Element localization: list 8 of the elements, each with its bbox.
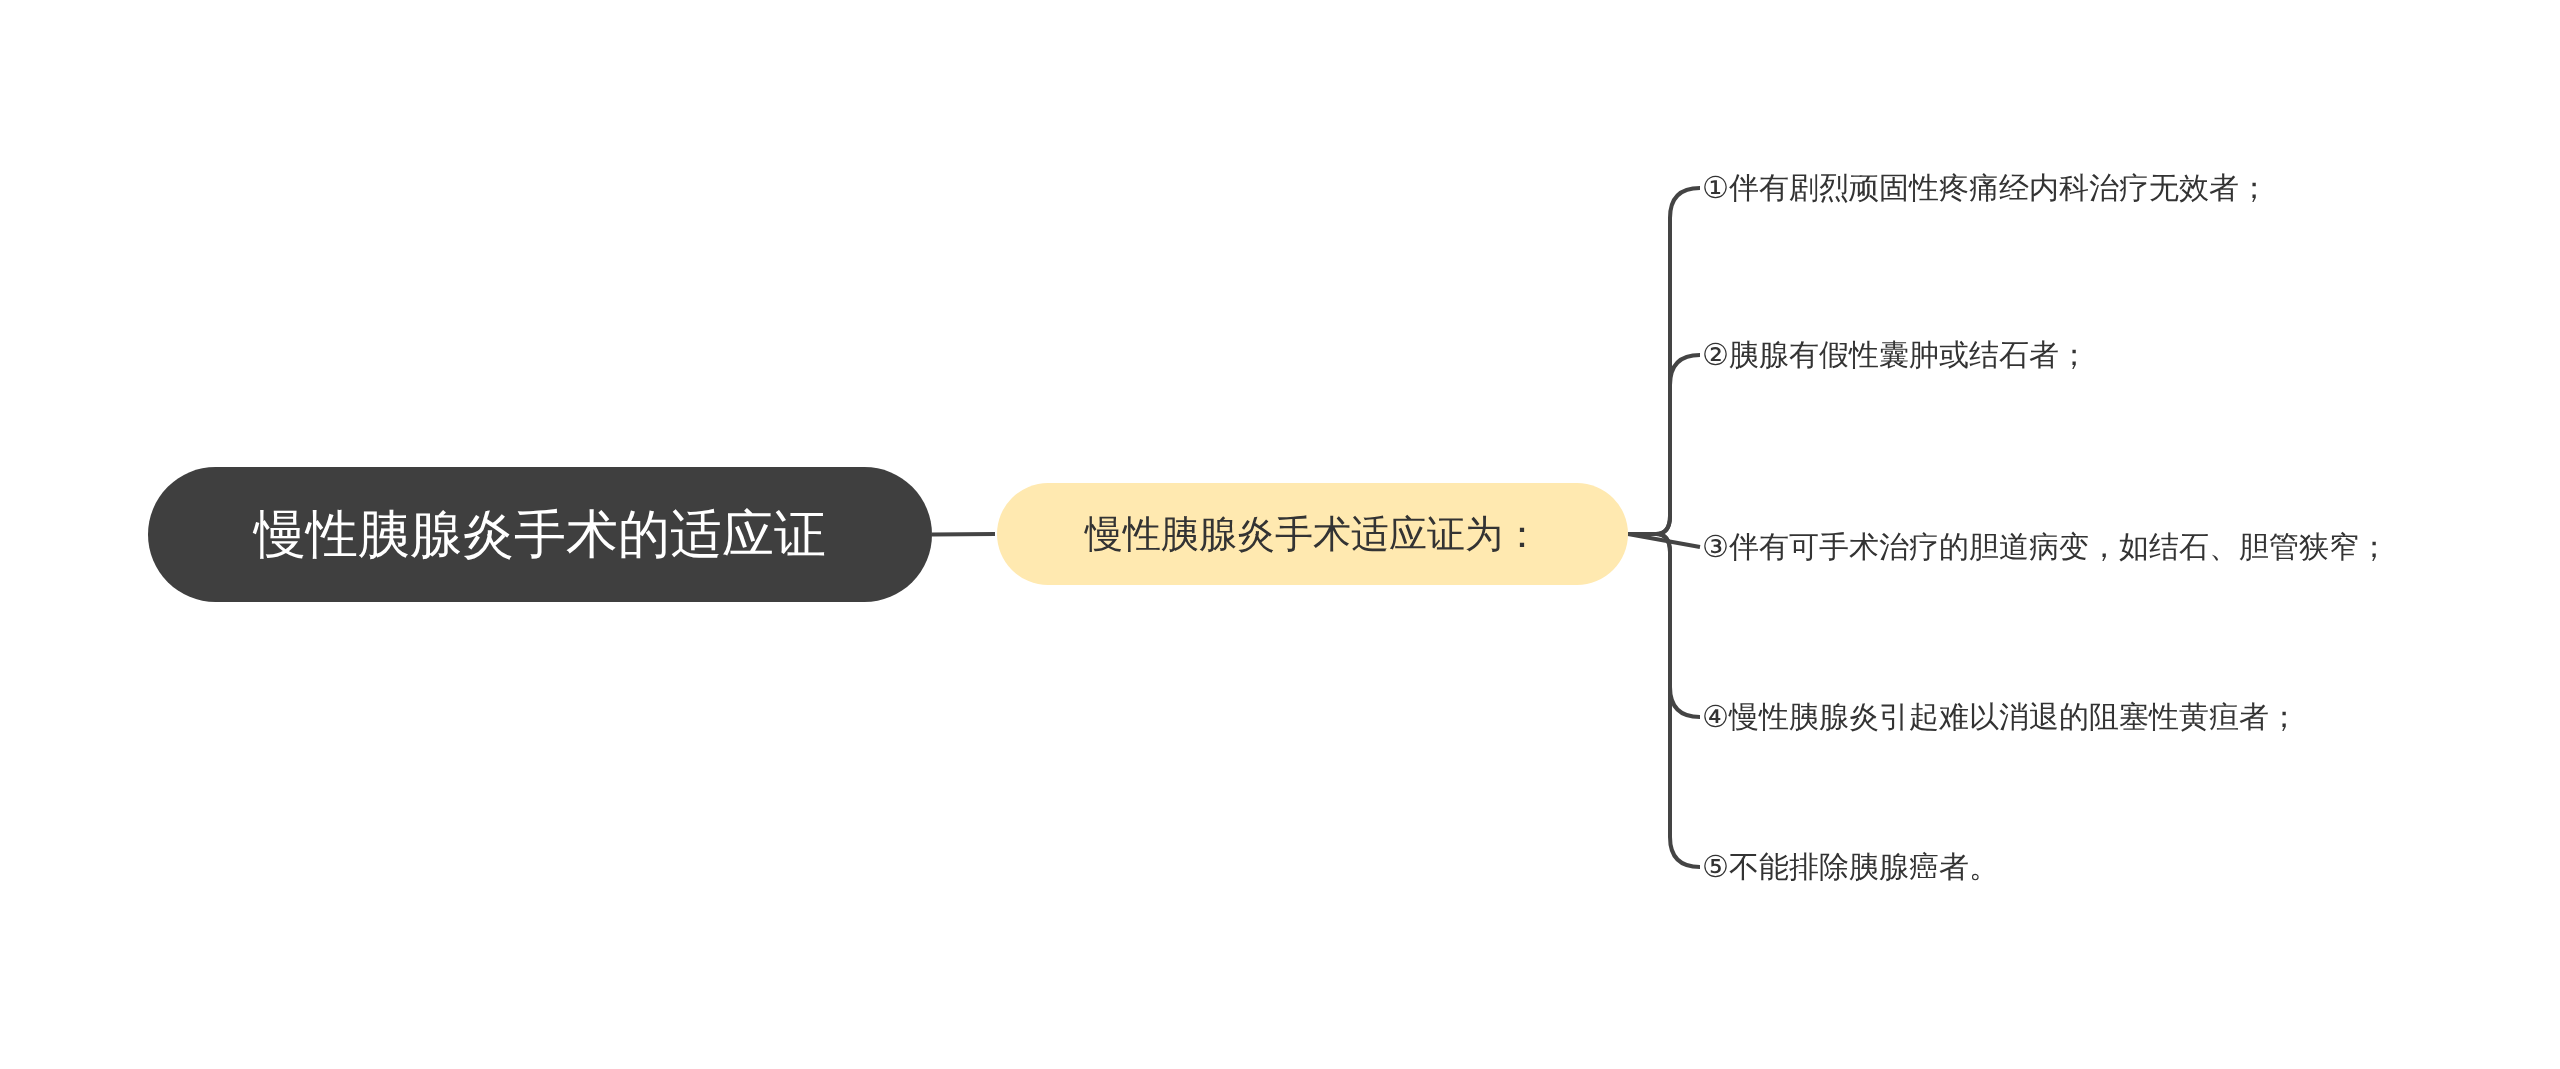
root-topic: 慢性胰腺炎手术的适应证 — [148, 467, 932, 602]
topic-text: ③伴有可手术治疗的胆道病变，如结石、胆管狭窄； — [1702, 526, 2442, 568]
connector-line — [932, 532, 995, 537]
topic-text: ④慢性胰腺炎引起难以消退的阻塞性黄疸者； — [1702, 696, 2442, 738]
topic-text: ①伴有剧烈顽固性疼痛经内科治疗无效者； — [1702, 167, 2442, 209]
subtopic-box: 慢性胰腺炎手术适应证为： — [997, 483, 1628, 585]
topic-text: ②胰腺有假性囊肿或结石者； — [1702, 334, 2442, 376]
topic-text: ⑤不能排除胰腺癌者。 — [1702, 846, 2442, 888]
